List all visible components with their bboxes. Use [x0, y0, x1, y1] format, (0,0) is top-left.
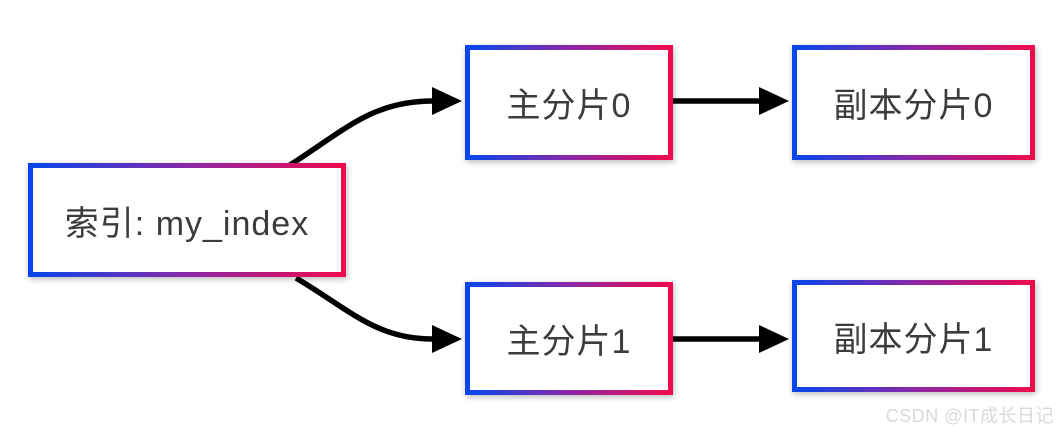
primary-shard-0-node: 主分片0 [465, 45, 673, 160]
primary-shard-0-label: 主分片0 [506, 87, 632, 125]
watermark: CSDN @IT成长日记 [885, 406, 1054, 426]
index-node-label: 索引: my_index [64, 204, 310, 243]
arrow-index-to-primary-shard-1 [294, 275, 462, 353]
primary-shard-1-node: 主分片1 [465, 282, 673, 395]
replica-shard-1-node: 副本分片1 [792, 280, 1035, 392]
index-node: 索引: my_index [28, 163, 346, 277]
replica-shard-0-node: 副本分片0 [792, 45, 1035, 160]
replica-shard-1-label: 副本分片1 [833, 320, 994, 359]
replica-shard-0-label: 副本分片0 [833, 87, 994, 125]
arrow-index-to-primary-shard-0 [288, 87, 462, 168]
primary-shard-1-label: 主分片1 [506, 323, 632, 361]
